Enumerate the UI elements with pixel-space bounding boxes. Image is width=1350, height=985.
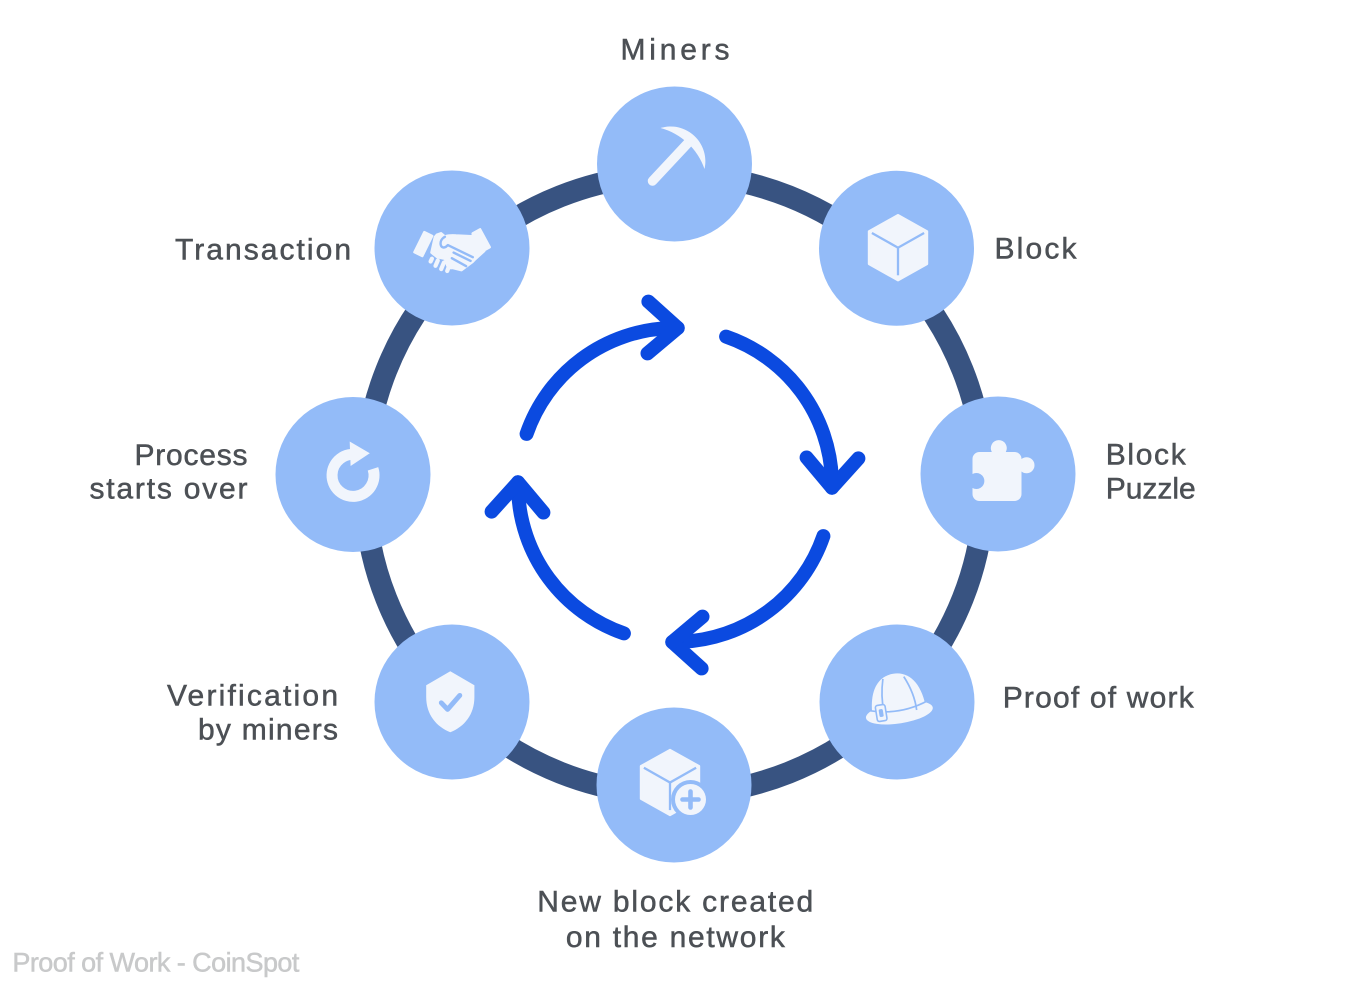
svg-text:starts over: starts over	[90, 472, 248, 505]
svg-text:Proof of Work - CoinSpot: Proof of Work - CoinSpot	[12, 948, 299, 978]
svg-text:by miners: by miners	[198, 713, 338, 746]
svg-text:Puzzle: Puzzle	[1106, 473, 1196, 506]
svg-text:Proof of work: Proof of work	[1003, 681, 1195, 714]
svg-text:Transaction: Transaction	[175, 234, 351, 267]
svg-text:Process: Process	[135, 439, 248, 472]
svg-text:Block: Block	[1106, 439, 1187, 472]
svg-text:Verification: Verification	[167, 680, 338, 713]
svg-text:on the network: on the network	[566, 921, 786, 954]
svg-text:Block: Block	[995, 233, 1078, 266]
svg-text:New block created: New block created	[537, 886, 813, 919]
